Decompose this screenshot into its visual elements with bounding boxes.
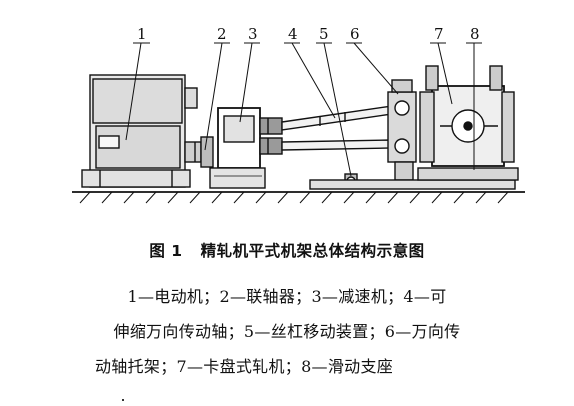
figure-title-text: 精轧机平式机架总体结构示意图	[200, 242, 425, 260]
callout-5: 5	[319, 25, 329, 43]
legend-line-2: 伸缩万向传动轴；5—丝杠移动装置；6—万向传	[113, 322, 461, 341]
telescopic-cardan-shaft	[281, 105, 393, 151]
mechanical-schematic: 1 2 3 4 5 6 7 8	[72, 25, 525, 204]
callout-6: 6	[350, 25, 360, 43]
coupling	[184, 136, 214, 168]
callout-1: 1	[137, 25, 147, 43]
callout-8: 8	[470, 25, 480, 43]
ground	[72, 191, 525, 204]
scan-speck	[122, 399, 124, 401]
reducer-output-joints	[259, 117, 283, 155]
callout-4: 4	[288, 25, 298, 43]
figure-number: 图 1	[149, 242, 183, 260]
chuck-type-rolling-mill	[419, 65, 515, 167]
reducer	[209, 107, 266, 189]
figure-title: 图 1 精轧机平式机架总体结构示意图	[0, 239, 574, 261]
cardan-shaft-bracket	[387, 79, 417, 181]
callout-leaders	[125, 42, 482, 177]
legend-line-3: 动轴托架；7—卡盘式轧机；8—滑动支座	[95, 357, 394, 376]
callout-2: 2	[217, 25, 227, 43]
legend-line-1: 1—电动机；2—联轴器；3—减速机；4—可	[127, 287, 447, 306]
motor	[81, 74, 198, 188]
sliding-support	[309, 167, 519, 190]
callout-7: 7	[434, 25, 444, 43]
callout-3: 3	[248, 25, 258, 43]
